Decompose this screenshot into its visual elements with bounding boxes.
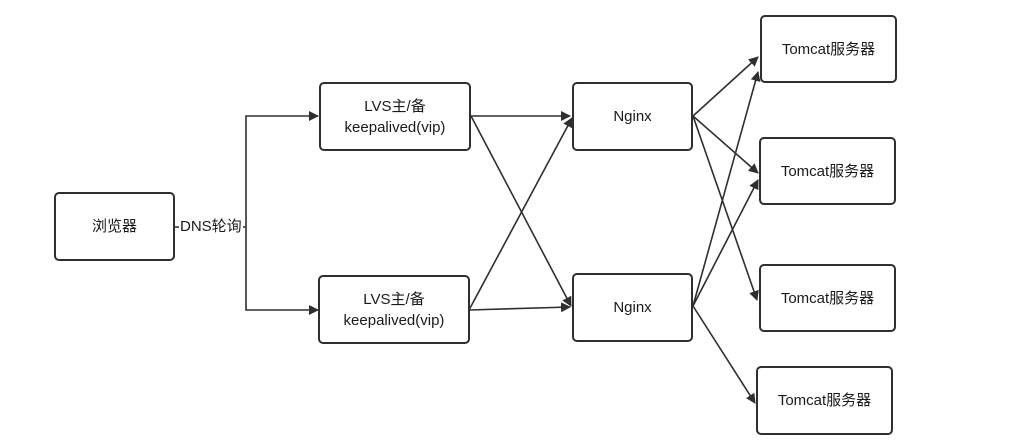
- dns-round-robin-label: DNS轮询: [179, 218, 243, 236]
- lvs-node-title: LVS主/备: [364, 97, 426, 115]
- connector-lvs1-nginx2: [470, 115, 572, 307]
- tomcat-label: Tomcat服务器: [780, 162, 875, 180]
- nginx-label: Nginx: [613, 299, 652, 316]
- tomcat-label: Tomcat服务器: [781, 40, 876, 58]
- connector-nginx1-tomcat2: [692, 115, 759, 174]
- connector-fork-to-lvs-bottom: [245, 227, 319, 315]
- lvs-node-primary: LVS主/备 keepalived(vip): [319, 82, 471, 151]
- connector-nginx2-tomcat1: [692, 71, 761, 307]
- lvs-node-secondary: LVS主/备 keepalived(vip): [318, 275, 470, 344]
- connector-lvs2-nginx2: [468, 302, 571, 313]
- tomcat-node-3: Tomcat服务器: [759, 264, 896, 332]
- lvs-node-title: LVS主/备: [363, 290, 425, 308]
- browser-label: 浏览器: [91, 218, 137, 235]
- nginx-label: Nginx: [613, 108, 652, 125]
- connector-nginx1-tomcat3: [692, 115, 759, 301]
- tomcat-label: Tomcat服务器: [780, 289, 875, 307]
- tomcat-node-4: Tomcat服务器: [756, 366, 893, 435]
- nginx-node-top: Nginx: [572, 82, 693, 151]
- tomcat-node-1: Tomcat服务器: [760, 15, 897, 83]
- lvs-node-subtitle: keepalived(vip): [344, 118, 446, 136]
- connector-fork-to-lvs-top: [245, 111, 319, 227]
- connector-nginx2-tomcat2: [692, 179, 759, 307]
- connector-nginx2-tomcat4: [692, 305, 756, 404]
- tomcat-label: Tomcat服务器: [777, 392, 872, 409]
- connector-nginx1-tomcat1: [692, 56, 759, 117]
- tomcat-node-2: Tomcat服务器: [759, 137, 896, 205]
- nginx-node-bottom: Nginx: [572, 273, 693, 342]
- connector-lvs2-nginx1: [468, 117, 573, 311]
- browser-node: 浏览器: [54, 192, 175, 261]
- lvs-node-subtitle: keepalived(vip): [343, 311, 445, 329]
